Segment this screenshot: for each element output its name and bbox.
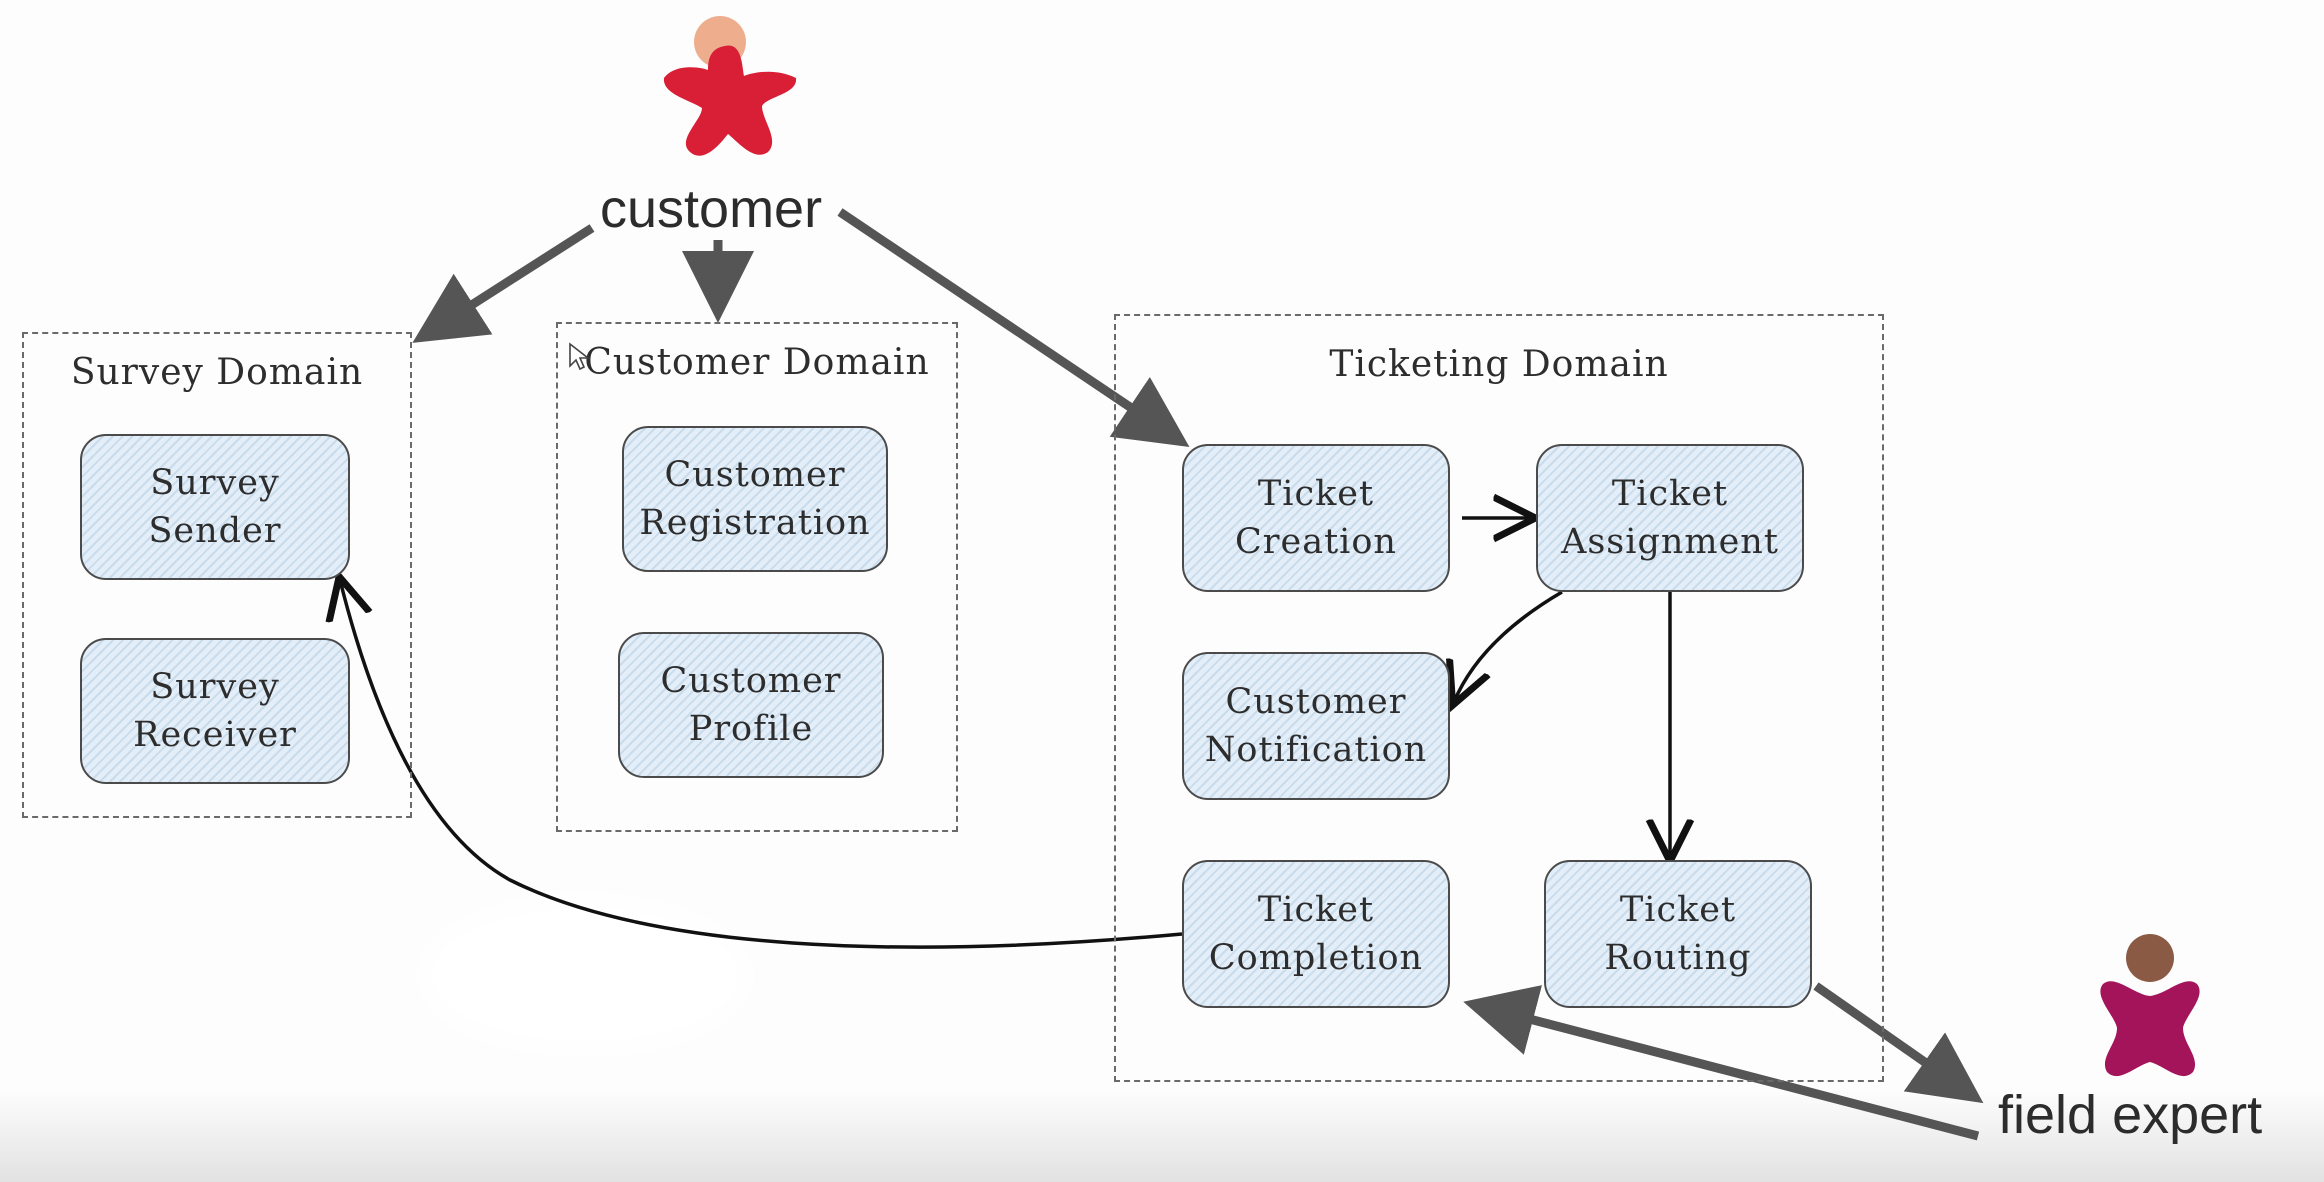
- service-label: Ticket Creation: [1235, 474, 1397, 562]
- field-expert-body: [2100, 981, 2200, 1077]
- ticketing-domain-box: Ticketing Domain: [1114, 314, 1884, 1082]
- service-label: Customer Profile: [660, 661, 842, 749]
- service-ticket-creation: Ticket Creation: [1182, 444, 1450, 592]
- service-label: Ticket Assignment: [1561, 474, 1779, 562]
- blurred-patch: [420, 900, 750, 1050]
- service-customer-notification: Customer Notification: [1182, 652, 1450, 800]
- arrow-customer-to-survey-domain: [412, 224, 595, 343]
- service-ticket-assignment: Ticket Assignment: [1536, 444, 1804, 592]
- service-label: Customer Registration: [639, 455, 871, 543]
- service-ticket-completion: Ticket Completion: [1182, 860, 1450, 1008]
- arrow-assignment-to-notification: [1454, 590, 1563, 702]
- service-customer-registration: Customer Registration: [622, 426, 888, 572]
- field-expert-label: field expert: [1998, 1085, 2263, 1145]
- customer-actor-icon: [663, 16, 797, 156]
- customer-label: customer: [600, 179, 823, 239]
- bottom-fade: [0, 1090, 2324, 1182]
- customer-domain-box: Customer Domain: [556, 322, 958, 832]
- customer-domain-title: Customer Domain: [584, 342, 930, 383]
- service-survey-sender: Survey Sender: [80, 434, 350, 580]
- arrow-field-expert-to-completion: [1463, 985, 1980, 1141]
- survey-domain-box: Survey Domain: [22, 332, 412, 818]
- arrow-routing-to-field-expert: [1813, 982, 1984, 1104]
- field-expert-actor-icon: [2100, 934, 2200, 1077]
- service-customer-profile: Customer Profile: [618, 632, 884, 778]
- arrow-customer-to-ticket-creation: [837, 208, 1190, 448]
- service-label: Customer Notification: [1204, 682, 1428, 770]
- service-label: Survey Receiver: [133, 667, 297, 755]
- service-label: Ticket Routing: [1604, 890, 1752, 978]
- mouse-cursor-icon: [569, 342, 590, 371]
- survey-domain-title: Survey Domain: [70, 352, 364, 393]
- service-label: Survey Sender: [148, 463, 282, 551]
- service-label: Ticket Completion: [1208, 890, 1424, 978]
- ticketing-domain-title: Ticketing Domain: [1329, 344, 1669, 385]
- field-expert-head: [2126, 934, 2174, 982]
- customer-body: [663, 45, 797, 156]
- service-ticket-routing: Ticket Routing: [1544, 860, 1812, 1008]
- service-survey-receiver: Survey Receiver: [80, 638, 350, 784]
- arrow-completion-to-survey-sender: [340, 580, 1183, 949]
